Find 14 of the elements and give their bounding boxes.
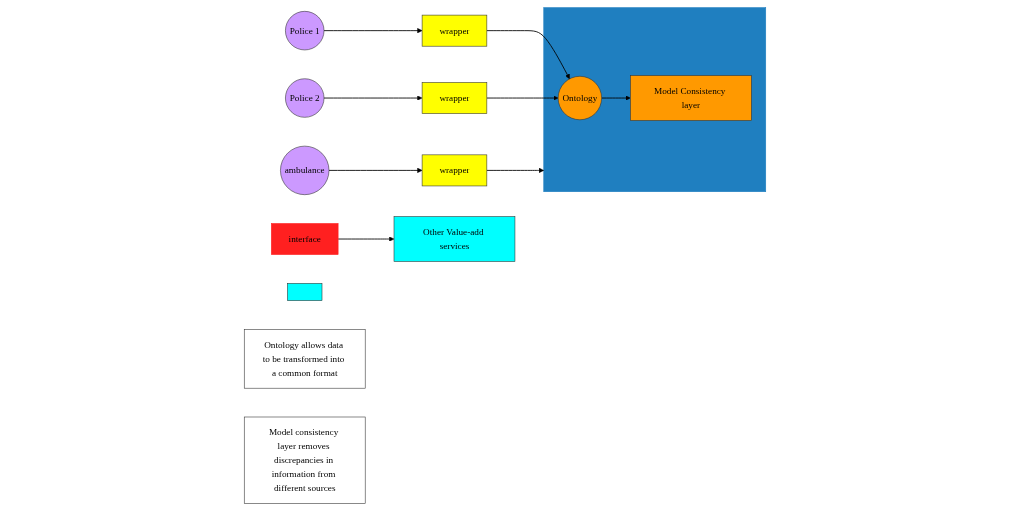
node-box: wrapper [421, 82, 487, 114]
node-box: interface [270, 223, 338, 255]
node-box: wrapper [421, 14, 487, 47]
node-box: Model consistency layer removes discrepancies in information from different sources [243, 416, 365, 504]
node-circle: Ontology [557, 76, 602, 121]
node-box [286, 283, 322, 301]
cluster [542, 7, 766, 192]
node-circle: Police 2 [284, 78, 324, 118]
node-box: Model Consistency layer [629, 75, 752, 121]
node-box: Ontology allows data to be transformed into a common format [243, 329, 365, 389]
node-circle: ambulance [279, 145, 329, 195]
node-box: wrapper [421, 154, 487, 187]
node-circle: Police 1 [284, 11, 324, 51]
node-box: Other Value-add services [393, 216, 515, 262]
